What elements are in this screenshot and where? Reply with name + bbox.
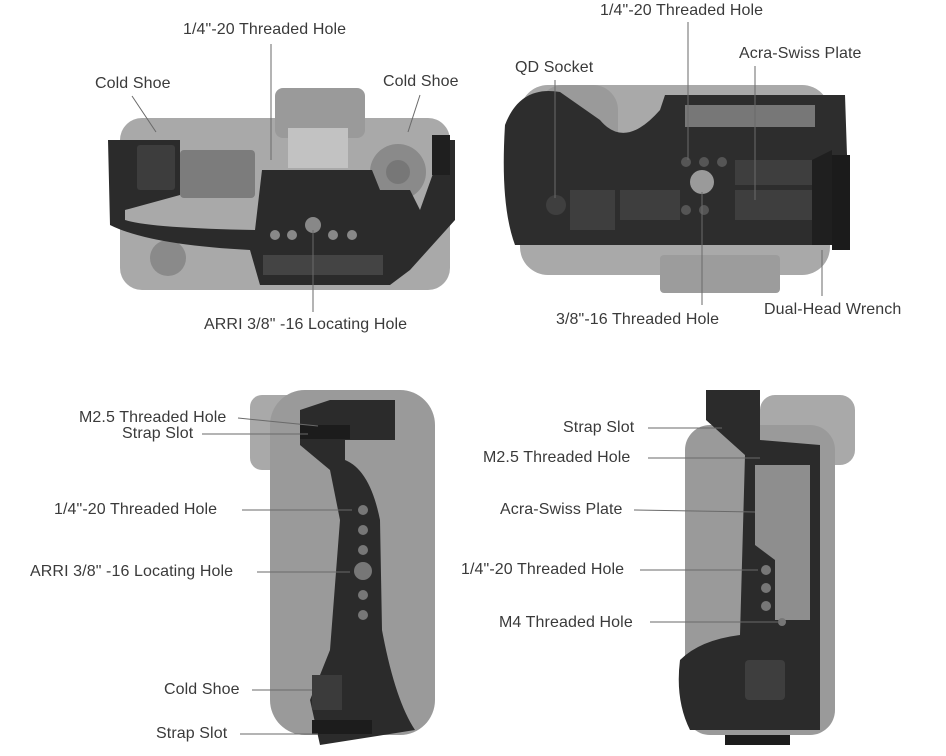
hole bbox=[287, 230, 297, 240]
acra-swiss-plate bbox=[685, 105, 815, 127]
label-m25-hole-bl: M2.5 Threaded Hole bbox=[79, 409, 227, 426]
label-threaded-hole-tl: 1/4"-20 Threaded Hole bbox=[183, 21, 347, 38]
camera-dial-center bbox=[386, 160, 410, 184]
slot bbox=[745, 660, 785, 700]
qd-socket bbox=[546, 195, 566, 215]
strap-slot-bottom bbox=[312, 720, 372, 734]
label-arri-hole-bl: ARRI 3/8" -16 Locating Hole bbox=[30, 563, 234, 580]
label-strap-slot-bl-top: Strap Slot bbox=[122, 425, 194, 442]
hole bbox=[699, 205, 709, 215]
hole bbox=[761, 601, 771, 611]
label-m25-hole-br: M2.5 Threaded Hole bbox=[483, 449, 631, 466]
hole bbox=[358, 505, 368, 515]
label-acra-plate-tr: Acra-Swiss Plate bbox=[739, 45, 862, 62]
hole bbox=[681, 205, 691, 215]
hole bbox=[358, 590, 368, 600]
hot-shoe bbox=[288, 128, 348, 168]
bottom-left-view bbox=[202, 390, 435, 745]
side-lever bbox=[432, 135, 450, 175]
side-plate bbox=[832, 155, 850, 250]
top-right-view bbox=[503, 22, 850, 305]
hole bbox=[270, 230, 280, 240]
hole bbox=[358, 525, 368, 535]
slot bbox=[735, 160, 815, 185]
camera-battery-door bbox=[660, 255, 780, 293]
hole bbox=[681, 157, 691, 167]
acra-swiss-plate bbox=[755, 465, 810, 620]
label-cold-shoe-right: Cold Shoe bbox=[383, 73, 459, 90]
label-strap-slot-br: Strap Slot bbox=[563, 419, 635, 436]
camera-lcd bbox=[180, 150, 255, 198]
threaded-hole-38 bbox=[690, 170, 714, 194]
hole bbox=[347, 230, 357, 240]
label-qd-socket: QD Socket bbox=[515, 59, 594, 76]
top-left-view bbox=[108, 44, 455, 312]
arri-hole bbox=[354, 562, 372, 580]
hole bbox=[778, 618, 786, 626]
cold-shoe-left-mount bbox=[137, 145, 175, 190]
camera-viewfinder bbox=[275, 88, 365, 138]
top-cage bbox=[108, 140, 455, 285]
label-m4-hole: M4 Threaded Hole bbox=[499, 614, 633, 631]
slot bbox=[620, 190, 680, 220]
label-threaded-hole-38: 3/8"-16 Threaded Hole bbox=[556, 311, 720, 328]
hole bbox=[699, 157, 709, 167]
hole bbox=[328, 230, 338, 240]
hole bbox=[761, 583, 771, 593]
label-acra-plate-br: Acra-Swiss Plate bbox=[500, 501, 623, 518]
hole bbox=[358, 545, 368, 555]
label-dual-head-wrench: Dual-Head Wrench bbox=[764, 301, 902, 318]
arri-rail bbox=[263, 255, 383, 275]
label-threaded-hole-br: 1/4"-20 Threaded Hole bbox=[461, 561, 625, 578]
label-cold-shoe-left: Cold Shoe bbox=[95, 75, 171, 92]
hole bbox=[358, 610, 368, 620]
hole bbox=[305, 217, 321, 233]
label-arri-hole-tl: ARRI 3/8" -16 Locating Hole bbox=[204, 316, 408, 333]
label-strap-slot-bl-bottom: Strap Slot bbox=[156, 725, 228, 742]
hole bbox=[761, 565, 771, 575]
label-cold-shoe-bl: Cold Shoe bbox=[164, 681, 240, 698]
dual-head-wrench bbox=[812, 150, 832, 245]
strap-slot-top bbox=[300, 425, 350, 439]
strap-slot bbox=[725, 735, 790, 745]
bottom-right-view bbox=[633, 390, 855, 745]
label-threaded-hole-bl: 1/4"-20 Threaded Hole bbox=[54, 501, 218, 518]
cold-shoe bbox=[312, 675, 342, 710]
label-threaded-hole-tr: 1/4"-20 Threaded Hole bbox=[600, 2, 764, 19]
slot bbox=[735, 190, 815, 220]
slot bbox=[570, 190, 615, 230]
hole bbox=[717, 157, 727, 167]
camera-mode-dial bbox=[150, 240, 186, 276]
